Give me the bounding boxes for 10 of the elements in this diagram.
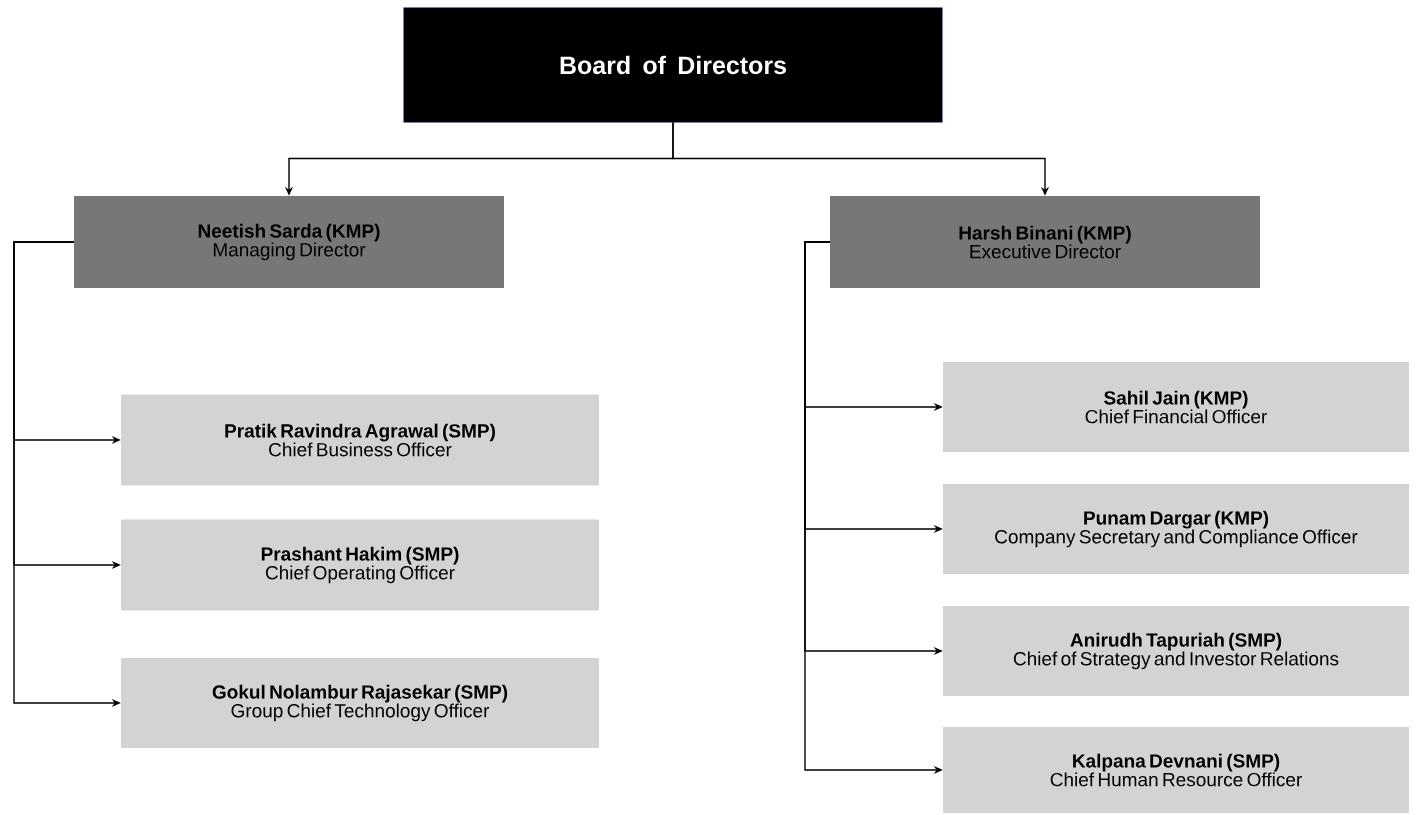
director-box: Harsh Binani (KMP) Executive Director xyxy=(830,196,1260,288)
director-box: Neetish Sarda (KMP) Managing Director xyxy=(74,196,504,288)
officer-box: Punam Dargar (KMP) Company Secretary and Compliance Officer xyxy=(943,484,1409,574)
officer-box: Anirudh Tapuriah (SMP) Chief of Strategy and Investor Relations xyxy=(943,606,1409,696)
officer-box: Kalpana Devnani (SMP) Chief Human Resource Officer xyxy=(943,727,1409,813)
officer-box: Gokul Nolambur Rajasekar (SMP) Group Chief Technology Officer xyxy=(121,658,599,748)
officer-box: Pratik Ravindra Agrawal (SMP) Chief Business Officer xyxy=(121,394,599,486)
officer-box: Sahil Jain (KMP) Chief Financial Officer xyxy=(943,362,1409,452)
officer-box: Prashant Hakim (SMP) Chief Operating Officer xyxy=(121,519,599,611)
board-box: Board of Directors xyxy=(403,7,943,123)
